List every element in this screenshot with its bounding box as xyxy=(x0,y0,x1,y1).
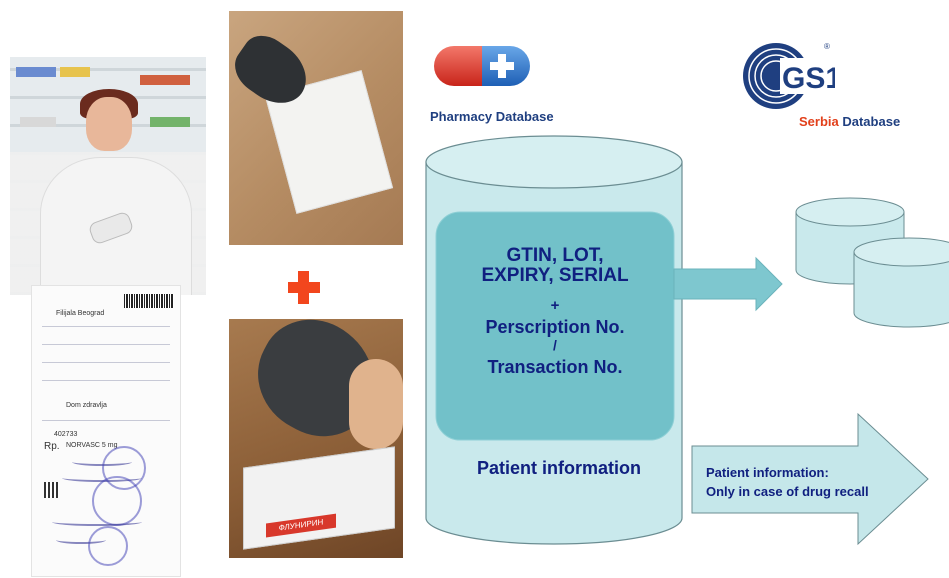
serbia-word: Serbia xyxy=(799,114,839,129)
shelf-box xyxy=(60,67,90,77)
pharmacist-face xyxy=(86,97,132,151)
shelf-box xyxy=(140,75,190,85)
form-line xyxy=(42,362,170,363)
registered-mark: ® xyxy=(824,42,830,51)
prescription-drug: NORVASC 5 mg xyxy=(66,442,118,449)
prescription-institution: Dom zdravlja xyxy=(66,402,107,409)
qr-code xyxy=(44,482,60,498)
scanning-medicine-box-photo: ФЛУНИРИН xyxy=(229,319,403,558)
form-line xyxy=(42,420,170,421)
stamp xyxy=(88,526,128,566)
transaction-number-label: Transaction No. xyxy=(487,357,623,377)
handwriting xyxy=(56,536,106,544)
gs1-database-cylinder-front xyxy=(853,237,949,328)
database-word: Database xyxy=(838,114,901,129)
hand xyxy=(349,359,403,449)
form-line xyxy=(42,344,170,345)
patient-info-arrow xyxy=(691,412,929,546)
slash-symbol: / xyxy=(553,337,557,353)
product-data-box xyxy=(435,211,675,441)
gs1-logo: GS1 ® xyxy=(743,42,835,109)
scanning-prescription-photo xyxy=(229,11,403,245)
shelf-box xyxy=(150,117,190,127)
prescription-barcode xyxy=(124,294,174,308)
prescription-issuer: Filijala Beograd xyxy=(56,310,105,317)
expiry-serial-label: EXPIRY, SERIAL xyxy=(481,265,629,286)
gs1-logo-text: GS1 xyxy=(782,62,835,95)
prescription-photo: Filijala Beograd Dom zdravlja 402733 Rp.… xyxy=(31,285,181,577)
form-line xyxy=(42,380,170,381)
pharmacy-database-label: Pharmacy Database xyxy=(430,109,554,124)
gtin-lot-label: GTIN, LOT, xyxy=(506,245,604,266)
form-line xyxy=(42,326,170,327)
serbia-database-label: Serbia Database xyxy=(799,114,900,129)
pharmacy-pill-logo xyxy=(434,46,530,86)
recall-info-line2: Only in case of drug recall xyxy=(706,484,869,499)
shelf-box xyxy=(20,117,56,127)
pharmacist-scanning-photo xyxy=(10,57,206,295)
arrow-to-gs1 xyxy=(673,256,783,312)
handwriting xyxy=(52,518,142,526)
plus-sign-vertical xyxy=(298,271,309,304)
prescription-number: 402733 xyxy=(54,431,78,438)
plus-symbol: + xyxy=(550,297,560,314)
patient-information-label: Patient information xyxy=(476,458,641,478)
shelf-box xyxy=(16,67,56,77)
prescription-number-label: Perscription No. xyxy=(485,317,625,337)
recall-info-line1: Patient information: xyxy=(706,465,829,480)
rx-label: Rp. xyxy=(44,441,60,452)
